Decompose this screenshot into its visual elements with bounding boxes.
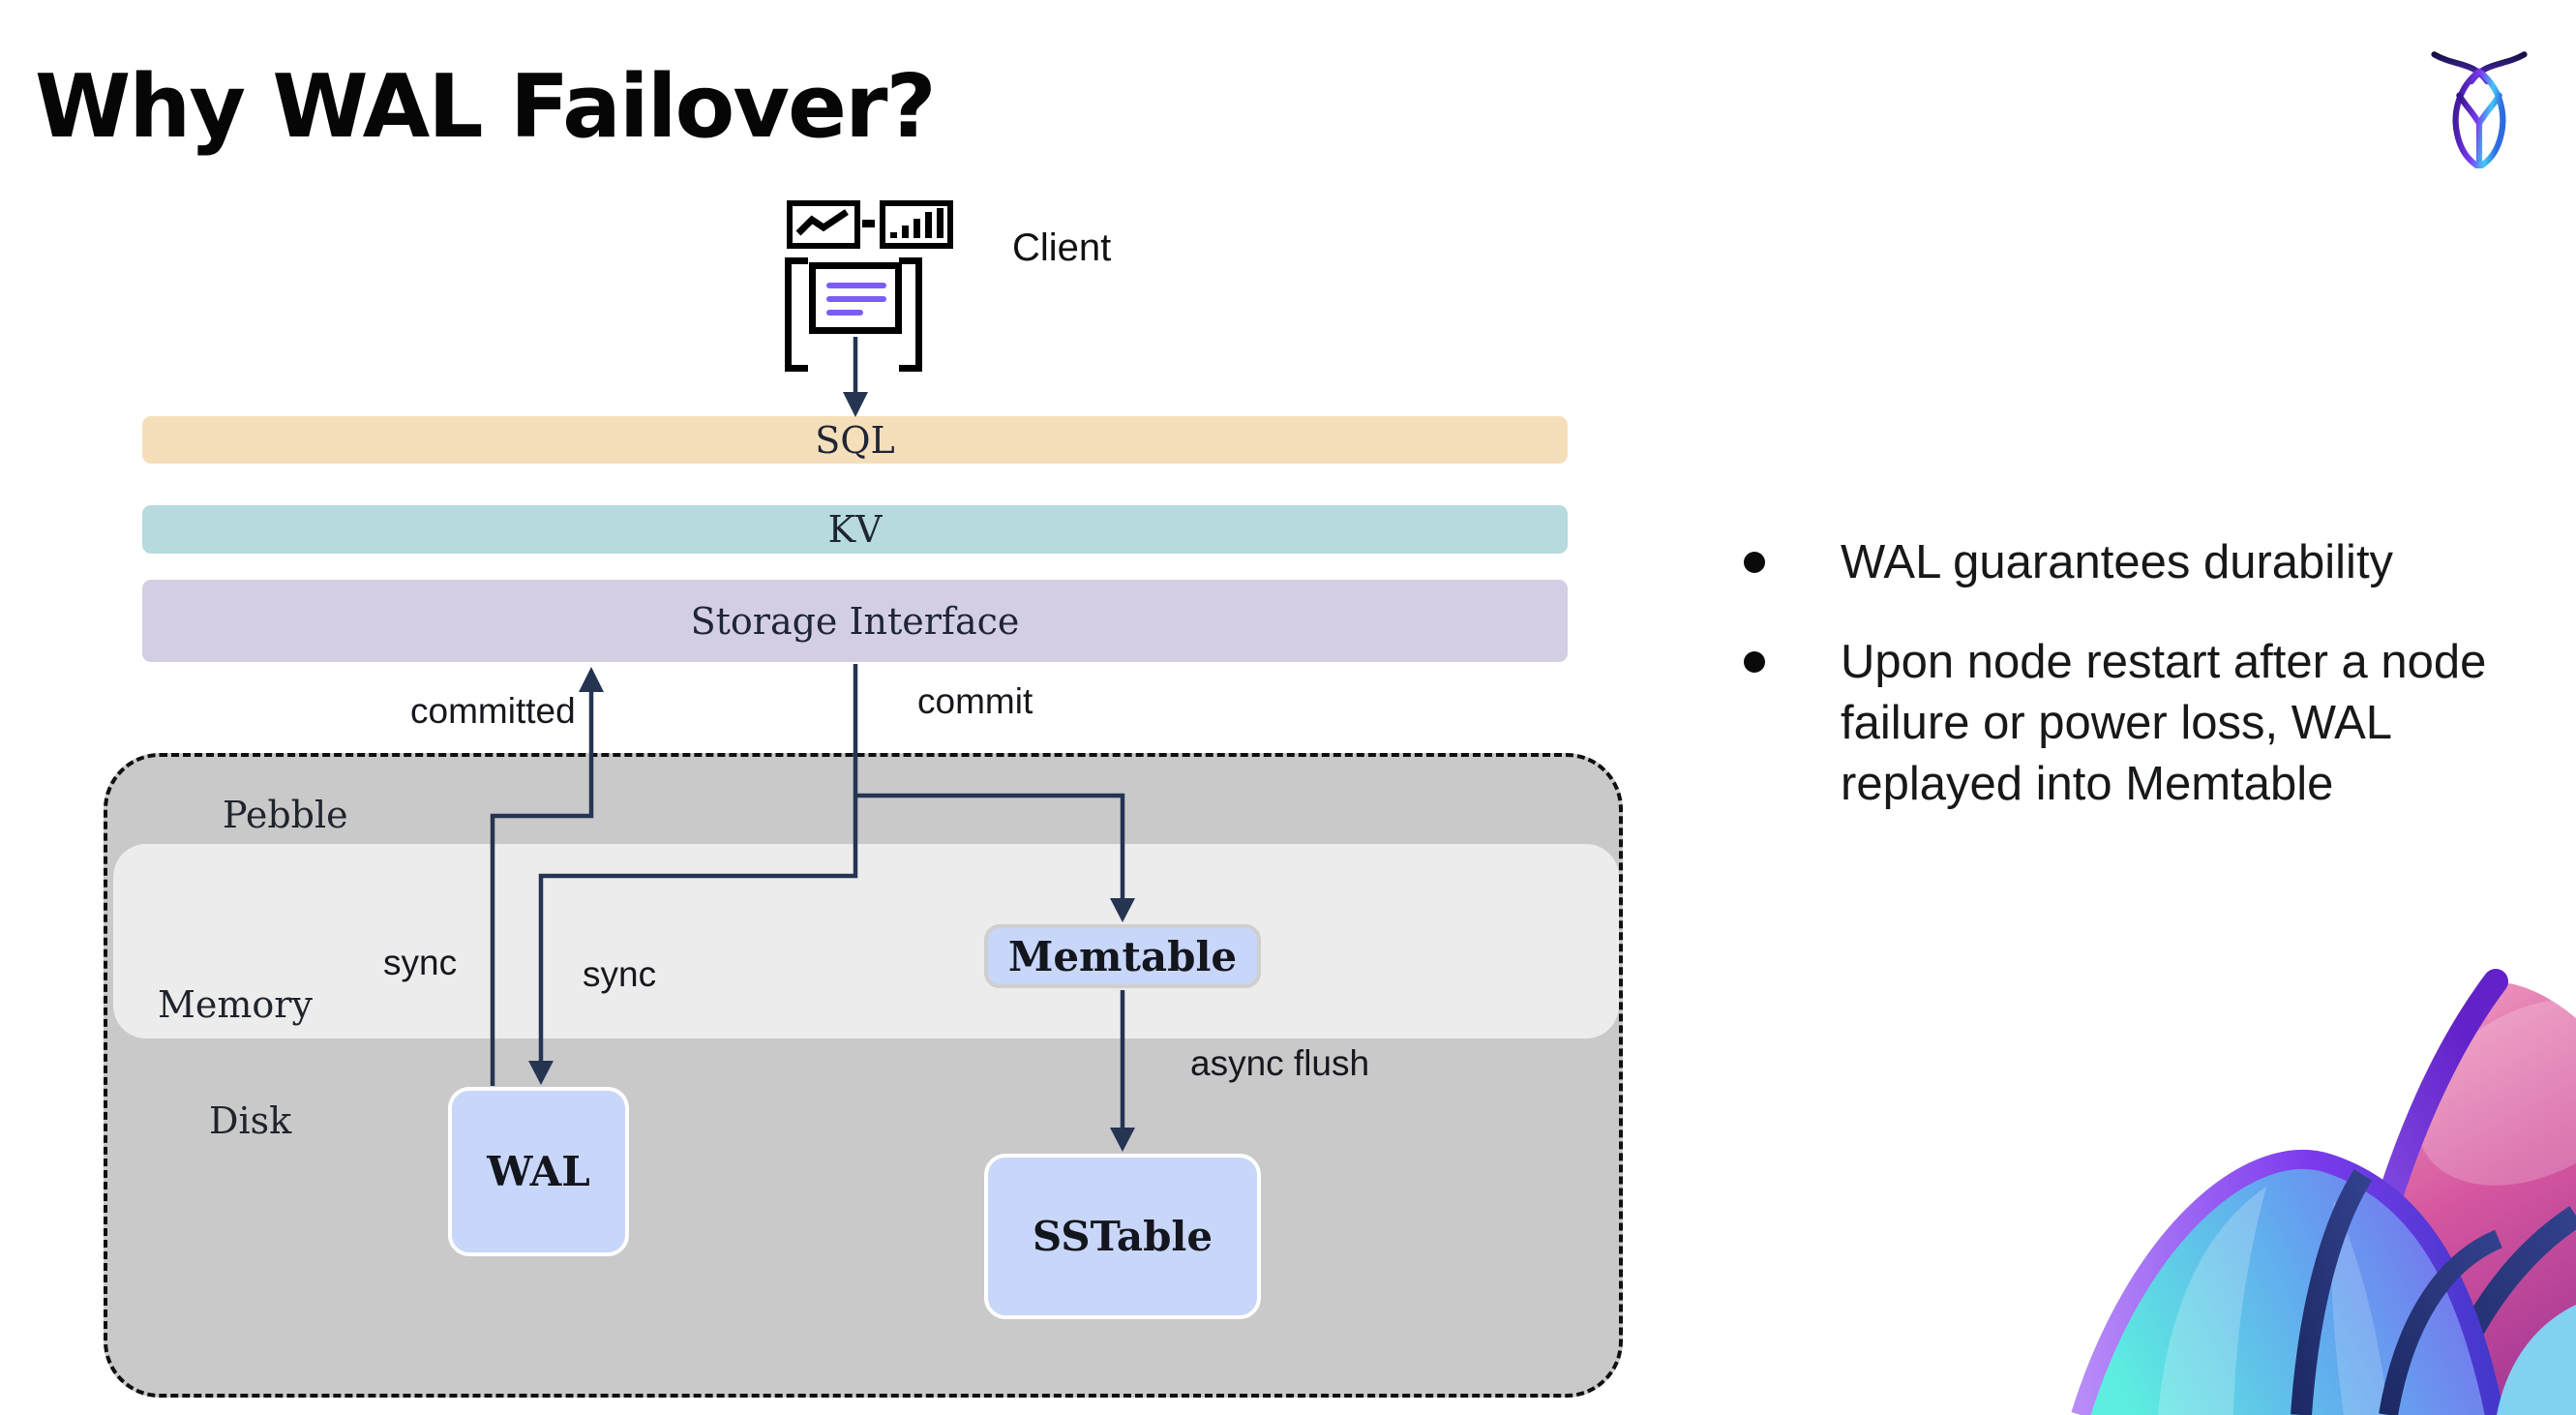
- memory-label: Memory: [158, 983, 313, 1026]
- arrowhead-client: [843, 392, 868, 417]
- doc-line: [826, 296, 886, 302]
- layer-storage-interface: Storage Interface: [142, 580, 1568, 662]
- client-barchart-icon: [880, 200, 953, 249]
- doc-line: [826, 310, 863, 316]
- commit-label: commit: [917, 681, 1033, 721]
- cockroachdb-logo-icon: [2431, 51, 2528, 168]
- sync-label-left: sync: [383, 943, 458, 982]
- client-bracket-right-icon: [899, 257, 922, 372]
- corner-brand-art: [2071, 969, 2576, 1415]
- bullet-list: WAL guarantees durability Upon node rest…: [1732, 532, 2516, 854]
- bullet-text: WAL guarantees durability: [1841, 536, 2394, 588]
- list-item: WAL guarantees durability: [1732, 532, 2516, 593]
- disk-label: Disk: [209, 1099, 292, 1142]
- memory-band: [113, 844, 1619, 1039]
- page-title: Why WAL Failover?: [35, 56, 937, 158]
- client-label: Client: [1012, 226, 1112, 269]
- client-dash-icon: [862, 220, 875, 227]
- pebble-label: Pebble: [223, 794, 348, 836]
- layer-kv: KV: [142, 505, 1568, 554]
- sstable-node: SSTable: [984, 1154, 1261, 1319]
- doc-line: [826, 283, 886, 288]
- wal-node: WAL: [448, 1087, 629, 1256]
- bullet-text: Upon node restart after a node failure o…: [1841, 636, 2487, 810]
- sync-label-right: sync: [583, 954, 657, 994]
- committed-label: committed: [410, 691, 576, 731]
- list-item: Upon node restart after a node failure o…: [1732, 632, 2516, 815]
- client-linechart-icon: [787, 200, 860, 249]
- arrowhead-committed: [579, 667, 604, 692]
- layer-sql: SQL: [142, 416, 1568, 464]
- client-bracket-left-icon: [785, 257, 808, 372]
- async-flush-label: async flush: [1190, 1043, 1370, 1083]
- bullet-icon: [1744, 552, 1765, 573]
- bullet-icon: [1744, 651, 1765, 673]
- memtable-node: Memtable: [984, 924, 1261, 988]
- client-document-icon: [809, 262, 902, 334]
